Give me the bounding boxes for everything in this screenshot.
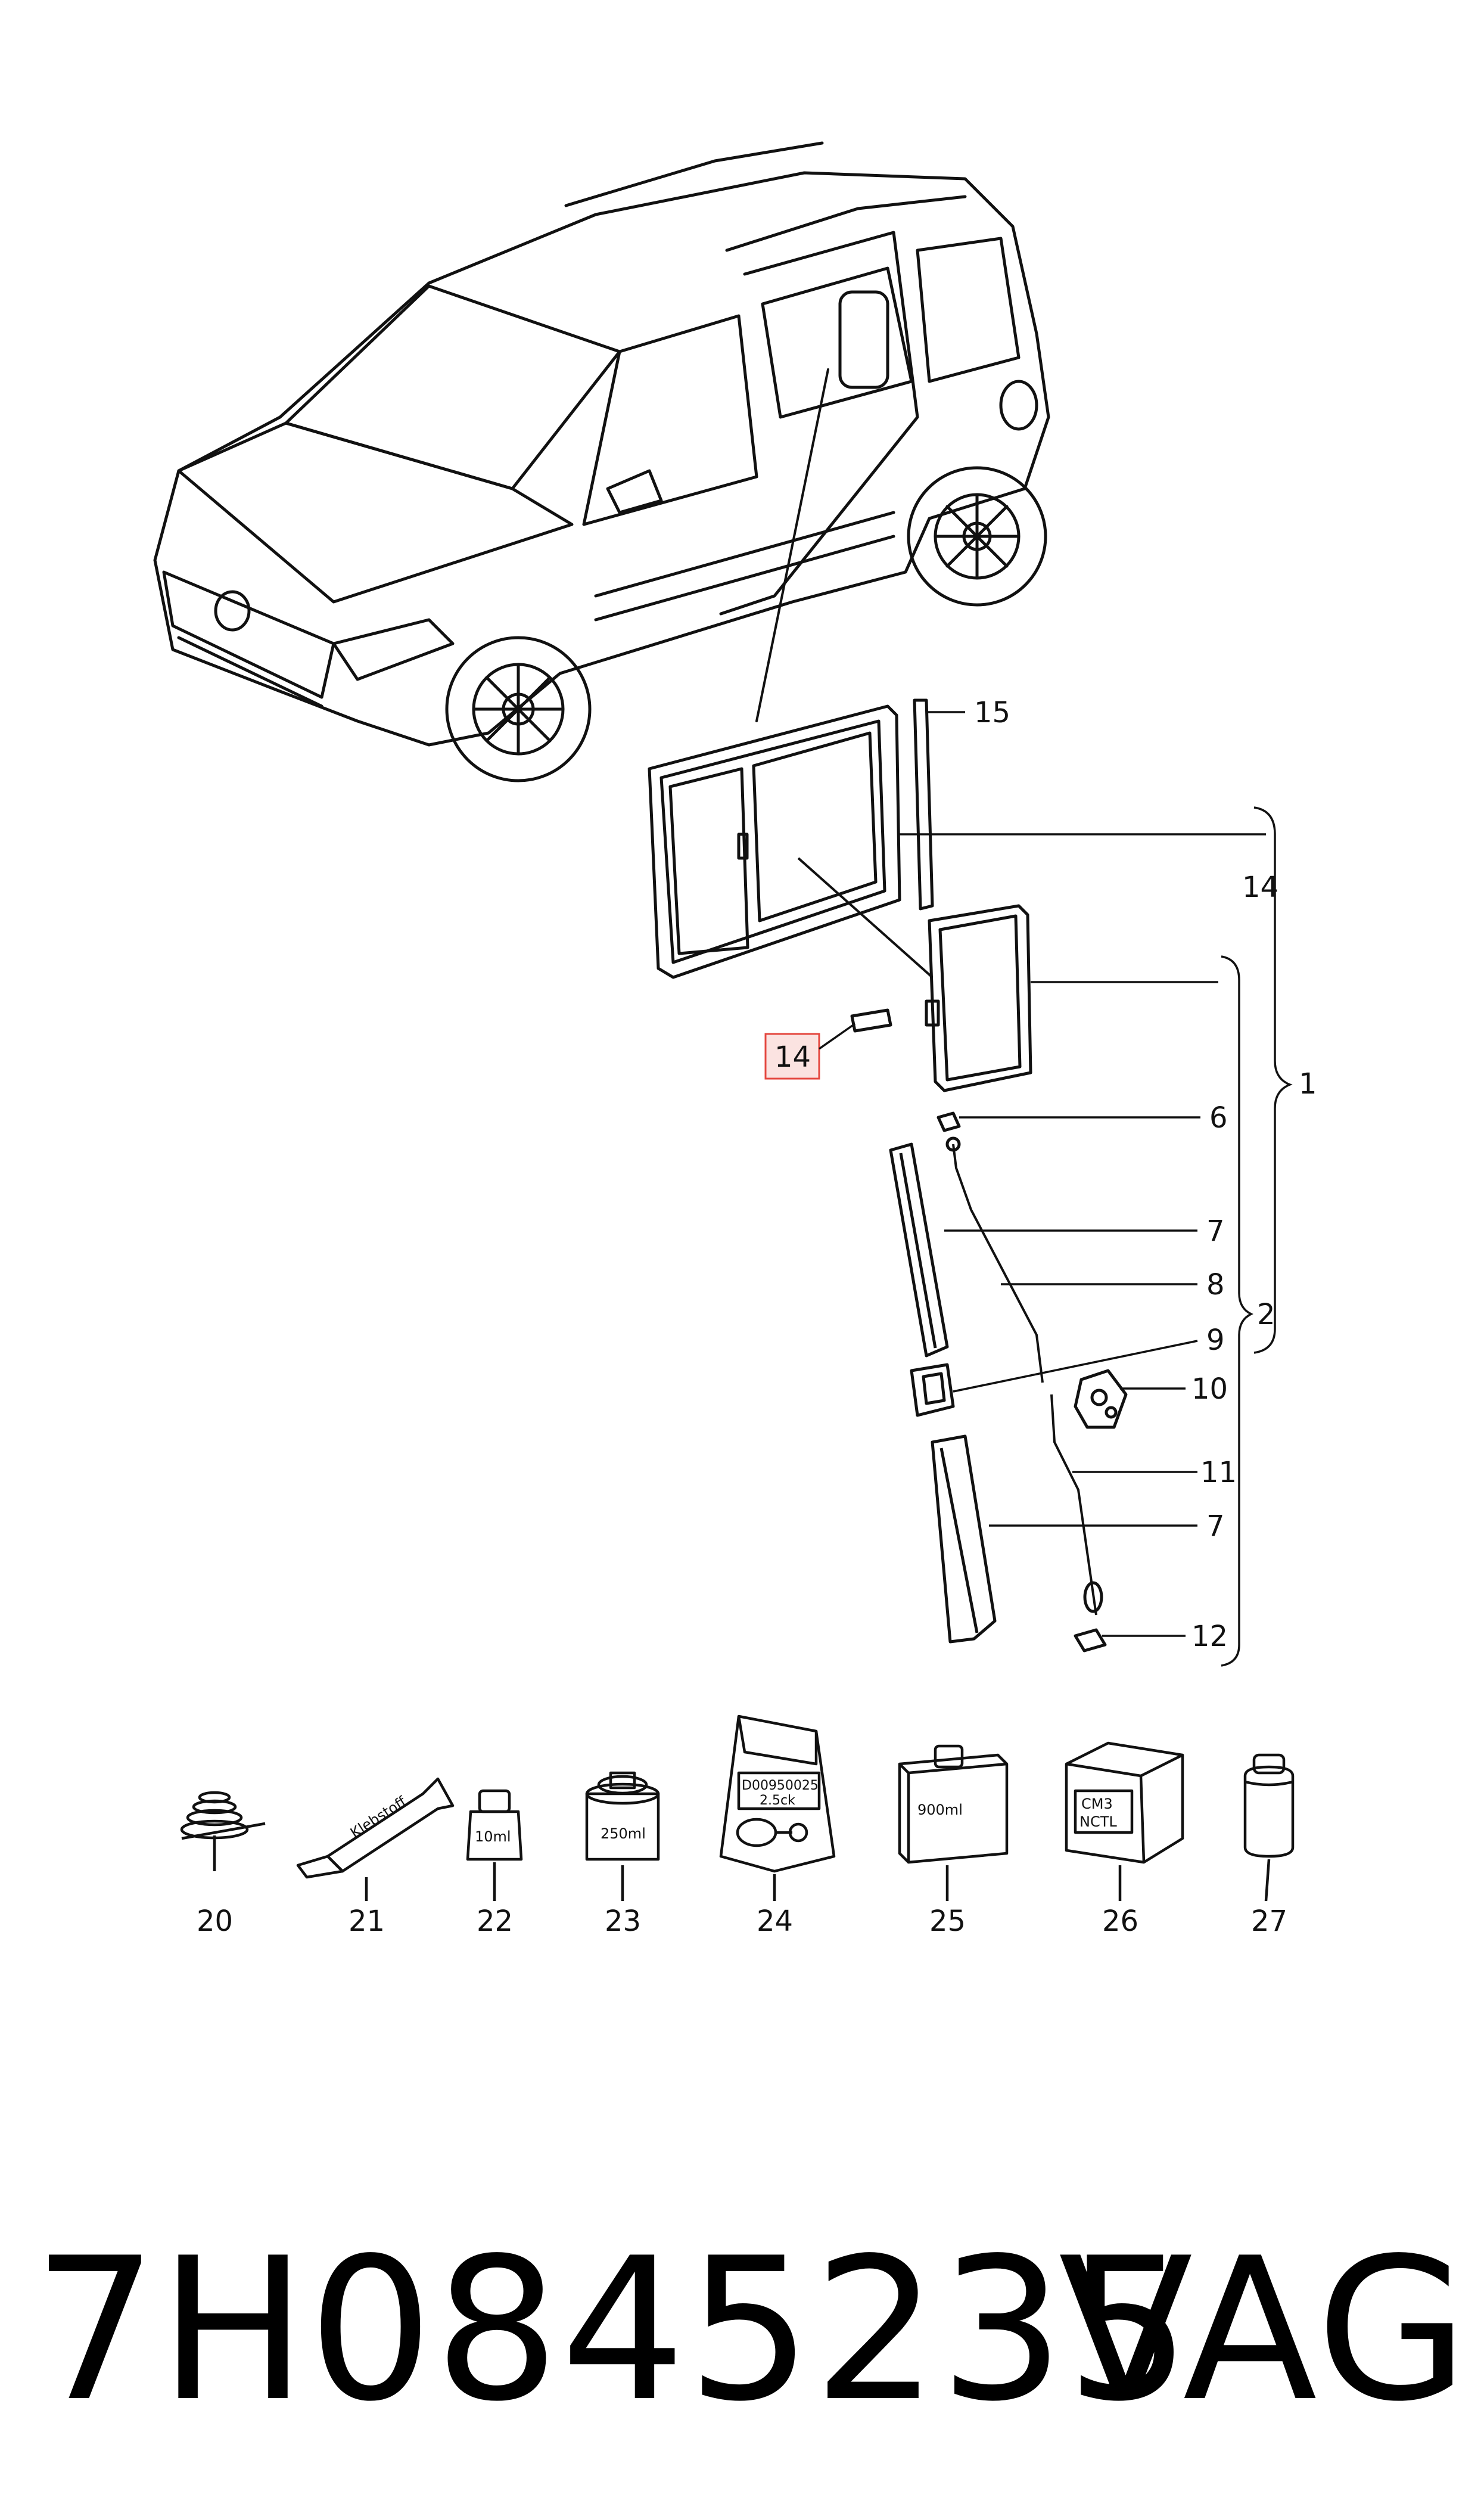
callout-8[interactable]: 8 (1206, 1268, 1225, 1302)
consumable-20[interactable]: 20 (180, 1791, 266, 1938)
consumable-21[interactable]: Klebstoff 21 (296, 1777, 455, 1938)
van-illustration (153, 141, 1050, 782)
consumable-22-bottle-text: 10ml (475, 1828, 511, 1845)
consumable-26-label: 26 (1102, 1905, 1138, 1938)
consumable-26-box-text-2: NCTL (1079, 1813, 1117, 1830)
callout-7-bottom[interactable]: 7 (1206, 1509, 1225, 1543)
consumable-23-can-text: 250ml (601, 1825, 646, 1842)
consumable-24-bag-text-2: 2.5ck (760, 1793, 795, 1808)
consumable-24-label: 24 (757, 1905, 793, 1938)
consumable-25-label: 25 (929, 1905, 966, 1938)
consumable-24[interactable]: D00950025 2.5ck 24 (719, 1714, 836, 1938)
consumable-21-label: 21 (349, 1905, 385, 1938)
consumable-25[interactable]: 900ml 25 (898, 1744, 1009, 1938)
callout-10[interactable]: 10 (1191, 1372, 1228, 1406)
callout-6[interactable]: 6 (1209, 1101, 1228, 1135)
part-number: 7H0845235 (33, 2216, 1192, 2445)
callout-2[interactable]: 2 (1257, 1298, 1275, 1331)
consumable-23[interactable]: 250ml 23 (585, 1771, 660, 1938)
highlight-callout-14[interactable] (764, 1023, 856, 1080)
callout-15[interactable]: 15 (974, 696, 1010, 729)
consumable-27-label: 27 (1251, 1905, 1287, 1938)
brand-name: VAG (1058, 2216, 1471, 2445)
consumable-22-label: 22 (477, 1905, 513, 1938)
consumable-22[interactable]: 10ml 22 (466, 1789, 523, 1938)
callout-numbers: 15 14 14 1 2 6 7 8 9 10 11 7 12 (774, 696, 1317, 1653)
consumable-27[interactable]: 27 (1243, 1753, 1295, 1938)
consumable-26[interactable]: CM3 NCTL 26 (1065, 1741, 1184, 1938)
runner-parts (889, 1111, 1128, 1653)
consumable-25-box-text: 900ml (917, 1801, 963, 1818)
callout-11[interactable]: 11 (1200, 1456, 1237, 1489)
consumables-row: 20 Klebstoff 21 10ml 22 250ml 23 (180, 1714, 1295, 1938)
consumable-20-label: 20 (197, 1905, 233, 1938)
callout-7-top[interactable]: 7 (1206, 1215, 1225, 1248)
consumable-24-bag-text-1: D00950025 (742, 1778, 819, 1793)
callout-14-bracket[interactable]: 14 (1242, 871, 1278, 904)
footer: 7H0845235 VAG (0, 2205, 1484, 2455)
callout-1[interactable]: 1 (1299, 1067, 1317, 1101)
sliding-window-frame (648, 698, 1032, 1092)
consumable-26-box-text-1: CM3 (1081, 1796, 1113, 1812)
consumable-23-label: 23 (605, 1905, 641, 1938)
callout-leaders (900, 711, 1293, 1667)
callout-12[interactable]: 12 (1191, 1620, 1228, 1653)
callout-14-highlighted[interactable]: 14 (774, 1040, 811, 1074)
callout-9[interactable]: 9 (1206, 1324, 1225, 1357)
